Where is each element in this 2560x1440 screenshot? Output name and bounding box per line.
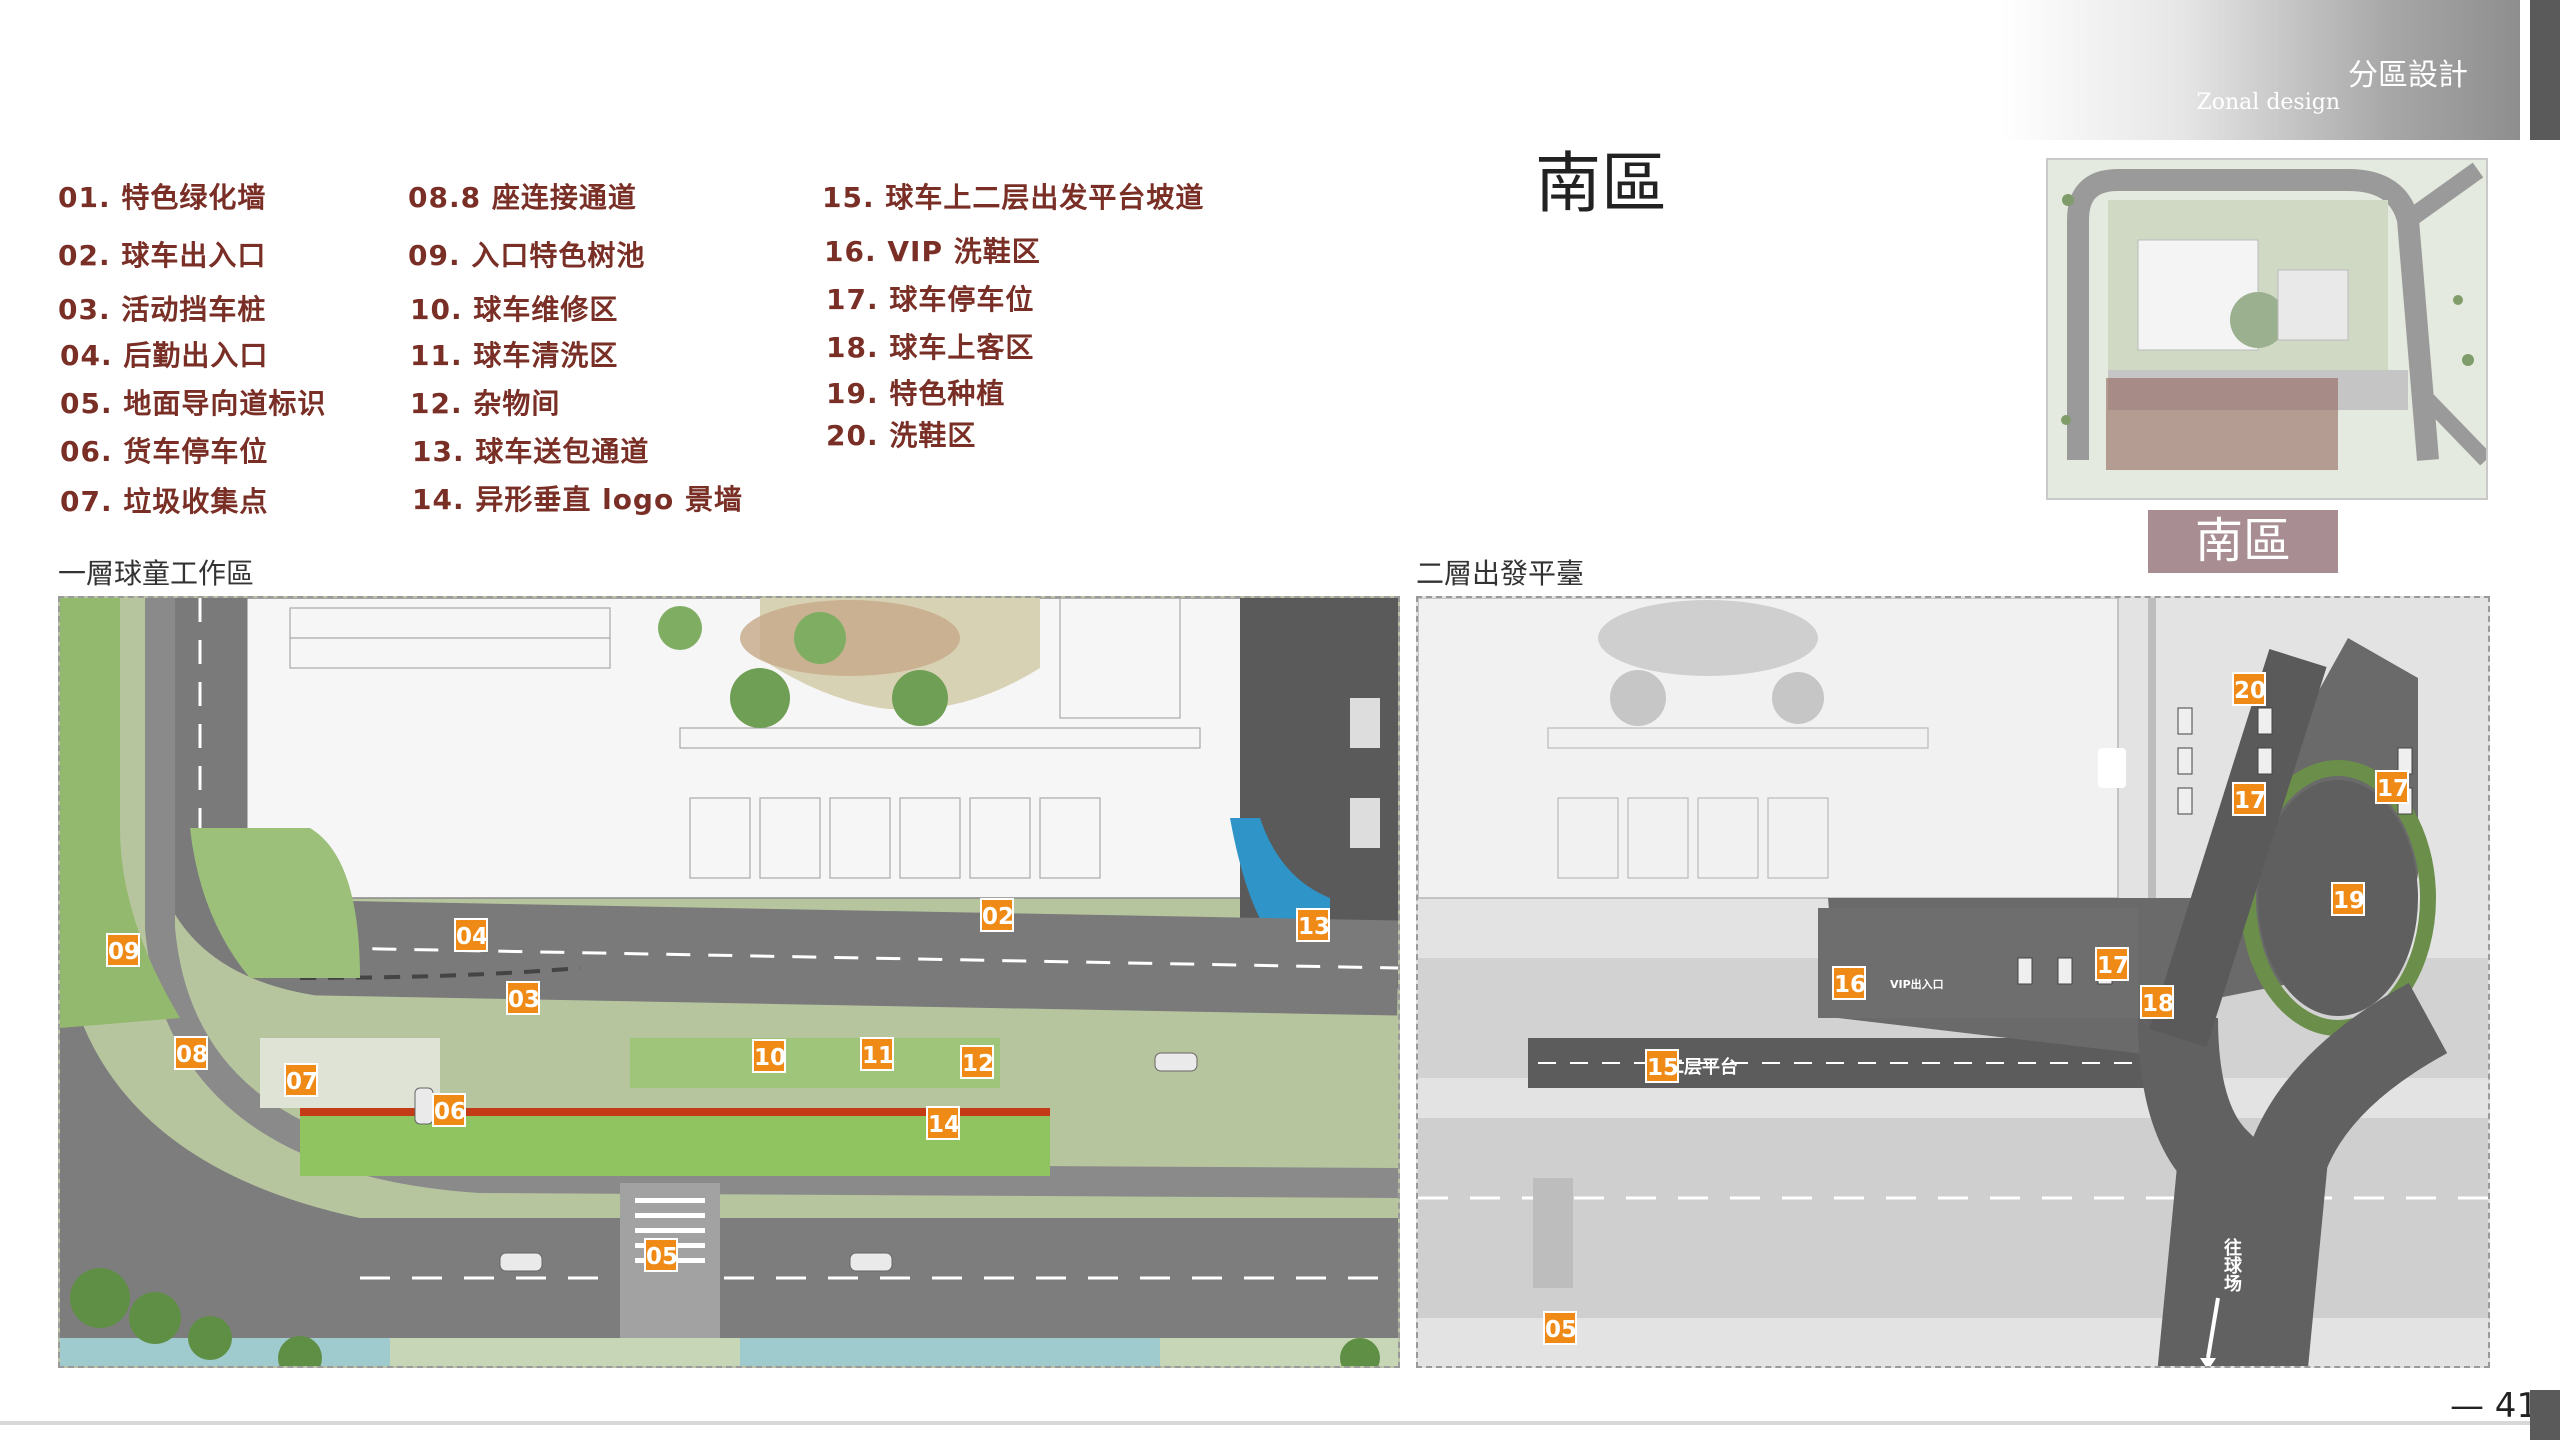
plan1-marker-05: 05 [644, 1238, 678, 1272]
plan2-marker-17b: 17 [2375, 770, 2409, 804]
plan1-marker-14: 14 [926, 1106, 960, 1140]
plan1-marker-04: 04 [454, 918, 488, 952]
key-map-label: 南區 [2148, 510, 2338, 573]
zone-title: 南區 [1535, 145, 1667, 222]
page-number: — 41 [2450, 1386, 2539, 1426]
legend-item-17: 17. 球车停车位 [826, 283, 1035, 316]
plan1-marker-03: 03 [506, 981, 540, 1015]
header-title-en: Zonal design [2196, 90, 2340, 115]
legend-item-15: 15. 球车上二层出发平台坡道 [822, 181, 1205, 214]
plan2-marker-19: 19 [2331, 882, 2365, 916]
legend-item-06: 06. 货车停车位 [60, 435, 269, 468]
plan2-vip-label: VIP出入口 [1890, 978, 1944, 991]
legend-item-11: 11. 球车清洗区 [410, 339, 619, 372]
legend-item-19: 19. 特色种植 [826, 377, 1006, 410]
legend-item-10: 10. 球车维修区 [410, 293, 619, 326]
header-title-zh: 分區設計 [2348, 58, 2468, 93]
footer-accent-bar [2530, 1390, 2560, 1440]
key-map-drawing [2048, 160, 2486, 498]
legend-item-13: 13. 球车送包通道 [412, 435, 650, 468]
legend-item-12: 12. 杂物间 [410, 387, 561, 420]
plan2-marker-18: 18 [2140, 985, 2174, 1019]
plan1-marker-12: 12 [960, 1045, 994, 1079]
plan2-marker-17a: 17 [2232, 782, 2266, 816]
plan1-marker-13: 13 [1296, 908, 1330, 942]
legend-item-18: 18. 球车上客区 [826, 331, 1035, 364]
key-map [2046, 158, 2488, 500]
plan1-marker-09: 09 [106, 933, 140, 967]
legend-item-05: 05. 地面导向道标识 [60, 387, 327, 420]
plan2-marker-17c: 17 [2095, 947, 2129, 981]
legend-item-03: 03. 活动挡车桩 [58, 293, 267, 326]
plan2-course-label: 往球场 [2221, 1238, 2242, 1292]
plan1-drawing [60, 598, 1398, 1366]
plan2-marker-20: 20 [2232, 672, 2266, 706]
plan2-marker-15: 15 [1645, 1049, 1679, 1083]
plan1-marker-06: 06 [432, 1093, 466, 1127]
plan2-marker-16: 16 [1832, 966, 1866, 1000]
legend-item-07: 07. 垃圾收集点 [60, 485, 269, 518]
legend-item-04: 04. 后勤出入口 [60, 339, 269, 372]
plan2-marker-05: 05 [1543, 1311, 1577, 1345]
legend-item-14: 14. 异形垂直 logo 景墙 [412, 483, 743, 516]
plan1-marker-08: 08 [174, 1036, 208, 1070]
legend-item-20: 20. 洗鞋区 [826, 419, 977, 452]
plan1-marker-07: 07 [284, 1063, 318, 1097]
plan2-caption: 二層出發平臺 [1416, 557, 1585, 590]
plan1-marker-02: 02 [980, 898, 1014, 932]
plan-second-floor: 往二层平台 VIP出入口 往球场 20 17 17 19 16 17 18 15… [1416, 596, 2490, 1368]
legend-item-02: 02. 球车出入口 [58, 239, 267, 272]
plan1-marker-11: 11 [860, 1037, 894, 1071]
plan1-caption: 一層球童工作區 [58, 557, 255, 590]
legend-item-08: 08.8 座连接通道 [408, 181, 637, 214]
legend-item-01: 01. 特色绿化墙 [58, 181, 267, 214]
legend-item-09: 09. 入口特色树池 [408, 239, 646, 272]
footer-divider [0, 1421, 2535, 1425]
plan2-drawing [1418, 598, 2488, 1366]
plan-ground-floor: 09 04 02 13 03 08 07 10 11 12 06 14 05 [58, 596, 1400, 1368]
header-accent-bar [2530, 0, 2560, 140]
plan1-marker-10: 10 [752, 1039, 786, 1073]
header-banner: 分區設計 Zonal design [2000, 0, 2520, 140]
legend-item-16: 16. VIP 洗鞋区 [824, 235, 1041, 268]
